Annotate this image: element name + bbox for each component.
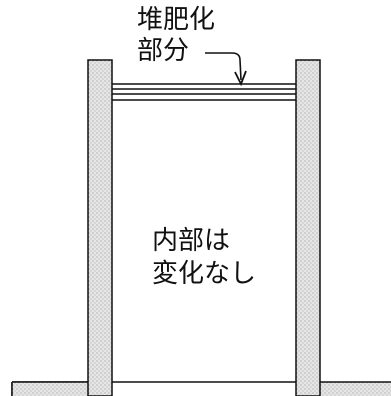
arrow-head-icon (234, 70, 247, 87)
top-label-line-2: 部分 (137, 36, 189, 66)
inner-label-line-1: 内部は (152, 226, 230, 256)
leader-line (205, 52, 242, 81)
right-wall (295, 59, 321, 396)
top-label-line-1: 堆肥化 (137, 5, 215, 35)
left-wall (87, 59, 113, 396)
inner-label-line-2: 変化なし (152, 259, 256, 289)
ground-fill-left (12, 382, 112, 396)
